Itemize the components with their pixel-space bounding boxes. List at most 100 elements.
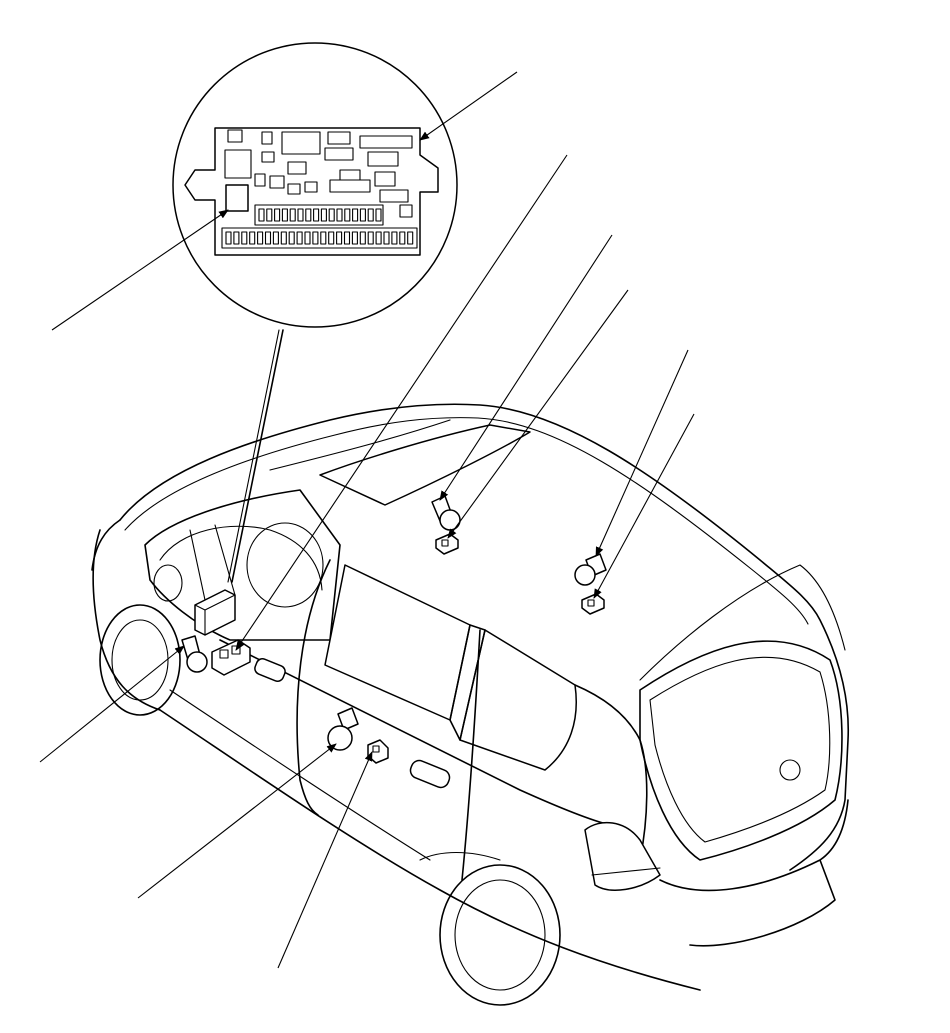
body-sill [159, 709, 701, 991]
connector-pin [352, 208, 359, 222]
connector-pin [313, 208, 320, 222]
leader-rear-right-switch [593, 413, 695, 599]
connector-pin [266, 208, 273, 222]
rear-wiper-pivot [779, 759, 801, 781]
connector-pin [320, 231, 327, 245]
tailgate [639, 640, 843, 861]
connector-pin [288, 231, 295, 245]
connector-pin [280, 231, 287, 245]
connector-pin [274, 208, 281, 222]
connector-pin [241, 231, 248, 245]
leader-driver-switch [235, 154, 568, 651]
connector-pin [359, 208, 366, 222]
leader-front-right-motor [439, 234, 613, 501]
connector-pin [383, 231, 390, 245]
connector-pin [391, 231, 398, 245]
side-mirror [153, 564, 183, 602]
connector-pin [359, 231, 366, 245]
body-sill-inner [169, 689, 431, 861]
steering-wheel [246, 522, 324, 608]
tail-lamp-lens [591, 867, 661, 876]
rear-wheel-arch [419, 851, 501, 861]
front-wheel [99, 604, 181, 716]
rear-right-door-switch [581, 593, 605, 615]
driver-power-window-switch [211, 639, 251, 676]
connector-pin [249, 231, 256, 245]
connector-pin [258, 208, 265, 222]
dashboard [159, 525, 323, 591]
fuse-box-inset [172, 42, 458, 328]
connector-pin [296, 231, 303, 245]
connector-row-upper [254, 204, 384, 226]
front-right-door-motor [431, 495, 461, 531]
rear-left-door-motor [327, 707, 359, 751]
leader-rear-right-motor [595, 349, 689, 557]
connector-pin [305, 208, 312, 222]
connector-pin [281, 208, 288, 222]
rear-left-door-switch [367, 739, 389, 764]
connector-pin [336, 208, 343, 222]
connector-pin [375, 231, 382, 245]
windshield-frame [144, 489, 341, 641]
tail-lamp [584, 821, 661, 891]
rear-wheel [439, 864, 561, 1006]
connector-pin [320, 208, 327, 222]
roof-rear-section [639, 564, 846, 681]
front-right-door-switch [435, 533, 459, 555]
rear-door-handle [409, 759, 451, 789]
rear-wheel-hub [454, 879, 546, 991]
connector-pin [297, 208, 304, 222]
roof-panel-seam [269, 419, 451, 471]
leader-rear-left-switch [277, 751, 373, 969]
rear-door-outline [461, 629, 481, 881]
fuse-slots [224, 129, 413, 218]
connector-pin [328, 208, 335, 222]
rear-bumper [659, 799, 849, 947]
inset-lead-line [231, 329, 284, 583]
connector-pin [272, 231, 279, 245]
connector-pin [407, 231, 414, 245]
b-pillar [449, 624, 486, 741]
relay-in-fuse-box [225, 184, 249, 212]
belt-line [219, 639, 611, 826]
roof-outline [119, 403, 850, 871]
front-door-window [324, 564, 471, 721]
connector-pin [367, 208, 374, 222]
connector-pin [257, 231, 264, 245]
front-left-door-motor [181, 635, 208, 673]
leader-front-right-switch [447, 289, 629, 539]
connector-pin [312, 231, 319, 245]
rear-right-door-motor [574, 553, 607, 586]
front-bumper [91, 519, 121, 571]
connector-pin [225, 231, 232, 245]
connector-pin [336, 231, 343, 245]
connector-row-lower [221, 227, 418, 249]
front-door-handle [254, 658, 286, 682]
connector-pin [233, 231, 240, 245]
connector-pin [367, 231, 374, 245]
connector-pin [304, 231, 311, 245]
vehicle-body [91, 403, 850, 1006]
leader-fuse-box [419, 71, 518, 141]
connector-pin [264, 231, 272, 245]
front-door-outline [296, 559, 331, 816]
leader-lines [39, 71, 695, 969]
connector-pin [351, 231, 358, 245]
inset-lead-line-2 [227, 329, 280, 583]
sunroof [319, 424, 531, 506]
leader-relay [51, 209, 229, 331]
rear-window [649, 656, 831, 843]
a-pillar-lines [189, 524, 236, 601]
connector-pin [399, 231, 406, 245]
rear-door-window [459, 629, 577, 771]
leader-rear-left-motor [137, 743, 337, 899]
connector-pin [344, 208, 351, 222]
leader-front-left-motor [39, 645, 185, 763]
connector-pin [343, 231, 351, 245]
connector-pin [289, 208, 296, 222]
connector-pin [375, 208, 382, 222]
connector-pin [328, 231, 335, 245]
roof-edge-inner [124, 417, 809, 625]
